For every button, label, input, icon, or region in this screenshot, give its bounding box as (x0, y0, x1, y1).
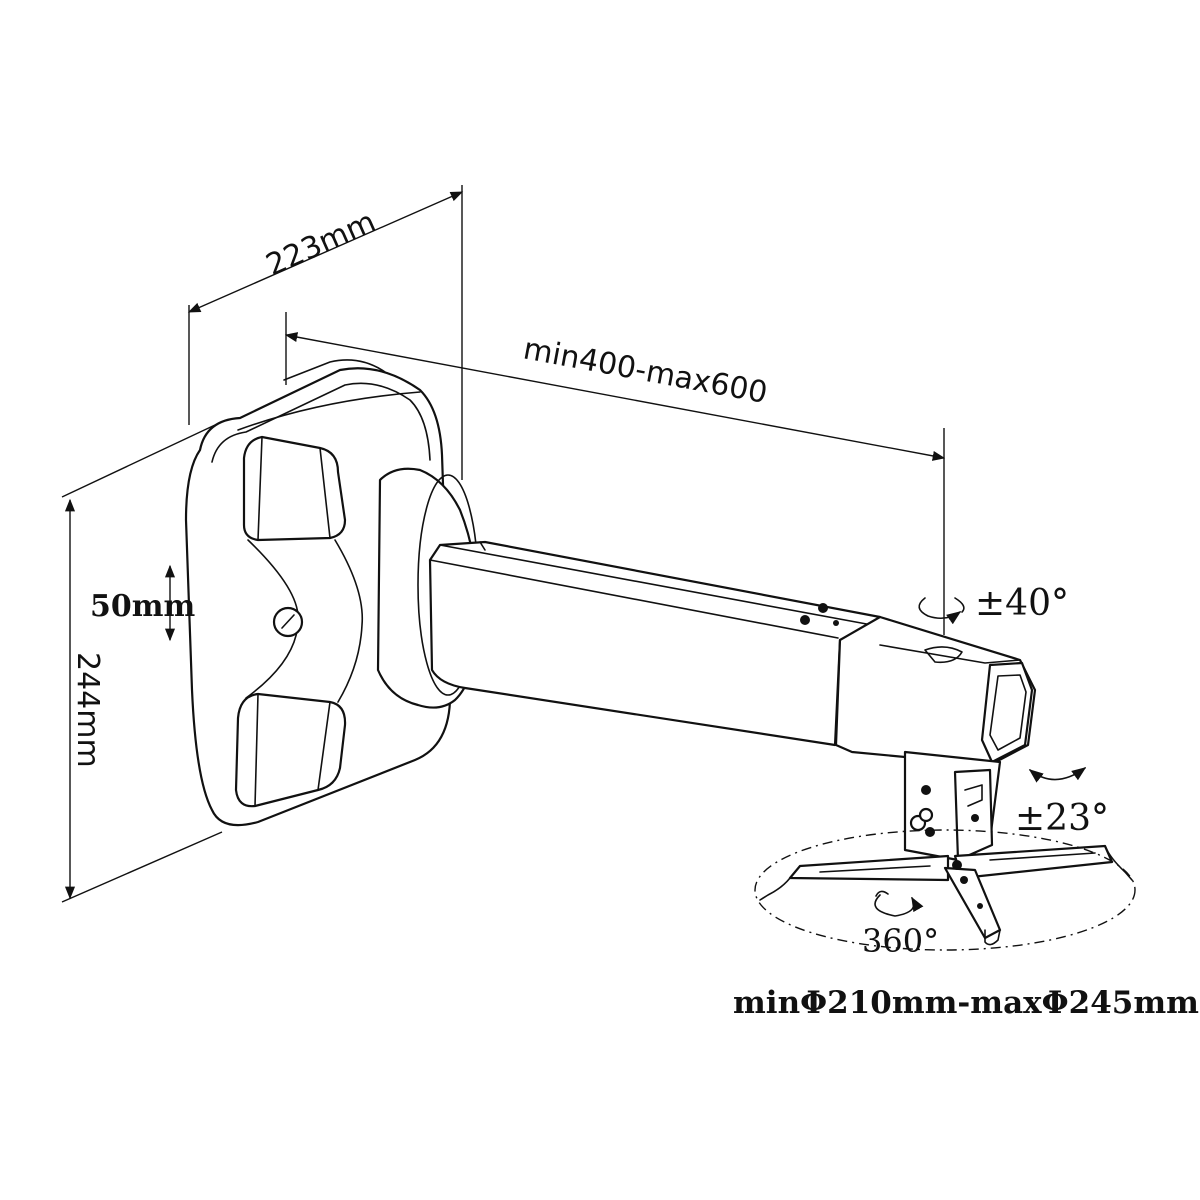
tilt-arrow-icon (1028, 767, 1087, 783)
offset-label: 50mm (90, 589, 195, 624)
swivel-arrow-icon (918, 597, 965, 625)
width-dimension-line (187, 191, 464, 313)
height-label: 244mm (70, 652, 105, 768)
mount-diameter-ellipse (754, 829, 1136, 951)
tilt-label: ±23° (1015, 798, 1109, 839)
diameter-label: minΦ210mm-maxΦ245mm (733, 985, 1199, 1021)
arm-length-label: min400-max600 (521, 331, 771, 410)
tilt-joint (903, 750, 1002, 862)
arm-dimension-line (284, 332, 946, 461)
dimension-lines (61, 185, 946, 903)
height-extension-top (61, 424, 216, 498)
outer-tube (428, 540, 882, 747)
rotation-label: 360° (862, 922, 939, 960)
spider-bracket (754, 829, 1136, 951)
inner-tube (834, 615, 1037, 767)
swivel-label: ±40° (975, 583, 1069, 624)
width-label: 223mm (261, 204, 381, 283)
height-extension-bottom (61, 831, 223, 903)
rotation-arrow-icon (874, 890, 924, 917)
